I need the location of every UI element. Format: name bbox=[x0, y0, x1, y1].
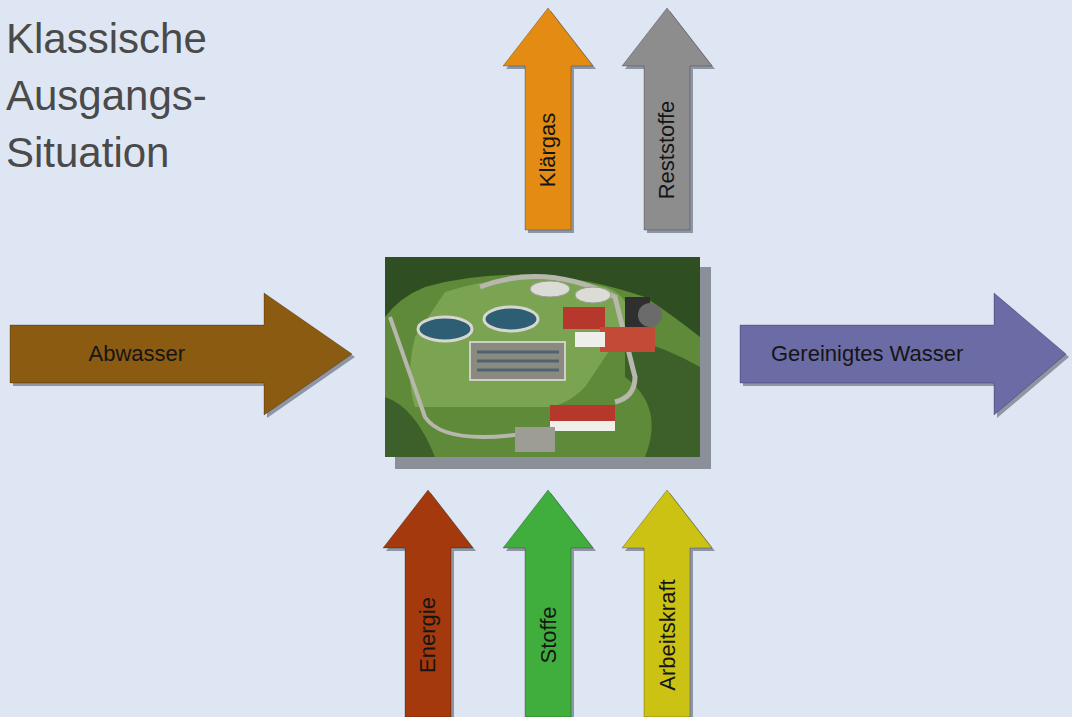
arrow-label: Klärgas bbox=[535, 113, 561, 188]
resource-arrow: Arbeitskraft bbox=[622, 490, 712, 717]
arrow-fill bbox=[622, 8, 712, 230]
arrow-fill bbox=[503, 8, 593, 230]
arrow-label: Stoffe bbox=[535, 606, 561, 663]
arrow-label: Reststoffe bbox=[654, 101, 680, 200]
output-arrow: Reststoffe bbox=[622, 8, 712, 230]
input-arrow: Abwasser bbox=[10, 293, 352, 415]
arrow-fill bbox=[10, 293, 352, 415]
arrow-label: Gereinigtes Wasser bbox=[771, 341, 963, 367]
arrow-fill bbox=[740, 293, 1066, 415]
arrow-fill bbox=[622, 490, 712, 717]
arrow-shape bbox=[503, 490, 593, 717]
aerial-photo bbox=[385, 257, 700, 457]
resource-arrow: Stoffe bbox=[503, 490, 593, 717]
resource-arrow: Energie bbox=[383, 490, 473, 717]
output-arrow: Klärgas bbox=[503, 8, 593, 230]
diagram-title: Klassische Ausgangs- Situation bbox=[6, 10, 207, 181]
arrow-label: Arbeitskraft bbox=[654, 579, 680, 690]
arrow-label: Abwasser bbox=[89, 341, 186, 367]
output-arrow: Gereinigtes Wasser bbox=[740, 293, 1066, 415]
arrow-fill bbox=[503, 490, 593, 717]
arrow-fill bbox=[383, 490, 473, 717]
arrow-label: Energie bbox=[415, 597, 441, 673]
